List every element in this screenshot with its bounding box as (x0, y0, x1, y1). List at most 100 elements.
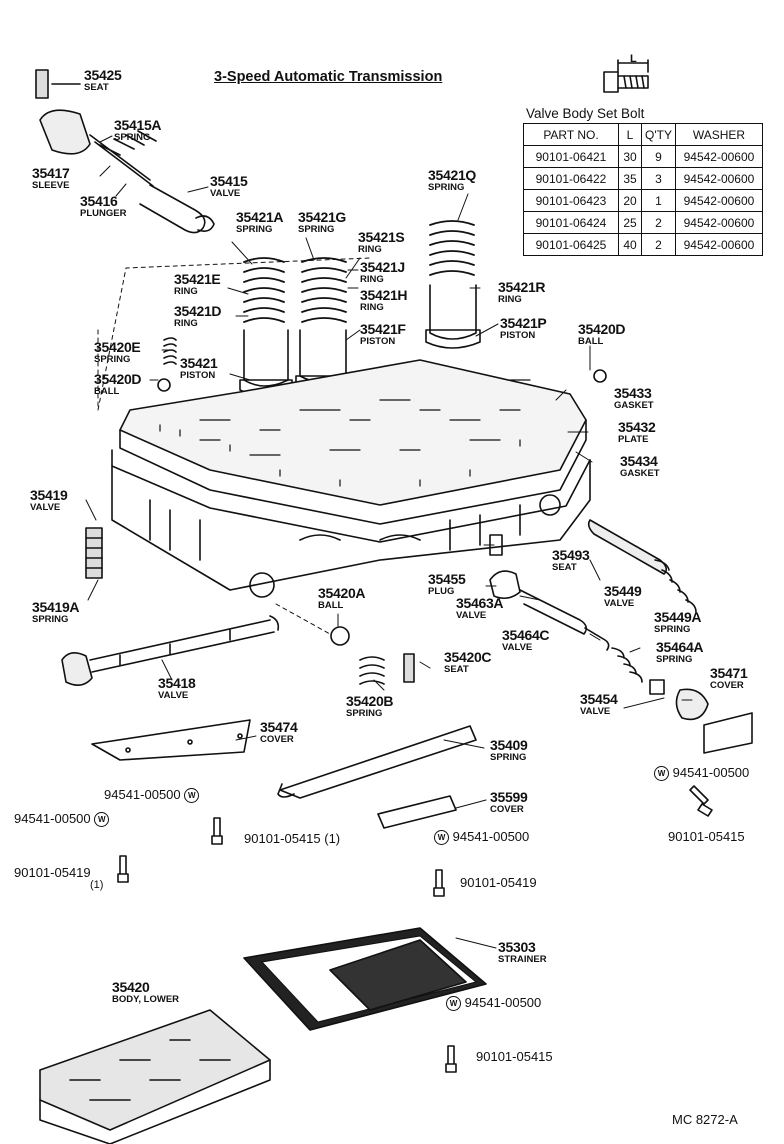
fastener-part-number: 94541-00500 (672, 765, 750, 780)
bolt-table: PART NO. L Q'TY WASHER 90101-06421 30 9 … (523, 123, 763, 256)
part-number: 35419 (30, 487, 68, 503)
col-part-no: PART NO. (523, 123, 619, 146)
cell-washer: 94542-00600 (674, 145, 763, 168)
fastener-part-number: 94541-00500 (14, 811, 91, 826)
bolt-table-row: 90101-06421 30 9 94542-00600 (523, 145, 763, 168)
bolt-table-row: 90101-06425 40 2 94542-00600 (523, 233, 763, 256)
part-number: 35433 (614, 385, 652, 401)
part-name: SPRING (346, 708, 383, 719)
part-name: SPRING (490, 752, 527, 763)
part-number: 35421S (358, 229, 405, 245)
cell-length: 30 (618, 145, 642, 168)
bolt-dimension-icon (603, 59, 649, 93)
fastener-callout: 90101-05415 (476, 1050, 553, 1063)
cell-part-no: 90101-06424 (523, 211, 619, 234)
part-name: COVER (710, 680, 744, 691)
part-name: PISTON (500, 330, 536, 341)
part-name: SPRING (114, 132, 151, 143)
part-name: VALVE (580, 706, 611, 717)
part-number: 35463A (456, 595, 504, 611)
cell-length: 25 (618, 211, 642, 234)
part-number: 35434 (620, 453, 658, 469)
part-name: RING (174, 318, 198, 329)
cell-qty: 1 (641, 189, 676, 212)
fastener-callout: 94541-00500 W (14, 811, 110, 828)
cell-qty: 2 (641, 233, 676, 256)
col-qty: Q'TY (641, 123, 676, 146)
diagram-title: 3-Speed Automatic Transmission (214, 69, 443, 85)
part-name: STRAINER (498, 954, 547, 965)
part-number: 35471 (710, 665, 748, 681)
part-number: 35421 (180, 355, 218, 371)
part-name: PISTON (180, 370, 216, 381)
part-number: 35464A (656, 639, 704, 655)
cell-part-no: 90101-06425 (523, 233, 619, 256)
part-name: RING (358, 244, 382, 255)
drawing-code: MC 8272-A (672, 1112, 738, 1127)
part-name: VALVE (604, 598, 635, 609)
part-name: VALVE (502, 642, 533, 653)
fastener-callout: W 94541-00500 (654, 765, 750, 782)
cell-part-no: 90101-06423 (523, 189, 619, 212)
part-number: 35420B (346, 693, 394, 709)
part-name: COVER (490, 804, 524, 815)
part-number: 35421H (360, 287, 408, 303)
part-name: RING (360, 274, 384, 285)
bolt-table-header-row: PART NO. L Q'TY WASHER (523, 123, 763, 146)
part-name: PLUG (428, 586, 455, 597)
part-name: BALL (578, 336, 604, 347)
cell-qty: 2 (641, 211, 676, 234)
part-number: 35449A (654, 609, 702, 625)
part-number: 35421A (236, 209, 284, 225)
part-name: SLEEVE (32, 180, 70, 191)
part-number: 35432 (618, 419, 656, 435)
part-name: COVER (260, 734, 294, 745)
part-number: 35420E (94, 339, 141, 355)
part-number: 35421G (298, 209, 347, 225)
bolt-table-row: 90101-06423 20 1 94542-00600 (523, 189, 763, 212)
washer-icon: W (654, 766, 669, 782)
part-number: 35415 (210, 173, 248, 189)
fastener-callout: 90101-05415 (668, 830, 745, 843)
part-name: BALL (94, 386, 120, 397)
part-number: 35416 (80, 193, 118, 209)
part-number: 35420C (444, 649, 492, 665)
part-name: SEAT (84, 82, 109, 93)
cell-qty: 9 (641, 145, 676, 168)
part-number: 35303 (498, 939, 536, 955)
fastener-part-number: 94541-00500 (464, 995, 542, 1010)
part-number: 35464C (502, 627, 550, 643)
washer-icon: W (434, 830, 449, 846)
part-name: PISTON (360, 336, 396, 347)
part-name: RING (498, 294, 522, 305)
fastener-part-number: 90101-05415 (476, 1049, 553, 1064)
part-name: SPRING (236, 224, 273, 235)
part-number: 35421P (500, 315, 547, 331)
fastener-callout: 90101-05415 (1) (244, 832, 340, 845)
part-number: 35420D (94, 371, 142, 387)
part-name: SPRING (656, 654, 693, 665)
part-number: 35421D (174, 303, 222, 319)
fastener-part-number: 94541-00500 (104, 787, 181, 802)
part-number: 35474 (260, 719, 298, 735)
cell-washer: 94542-00600 (674, 233, 763, 256)
part-name: SEAT (552, 562, 577, 573)
part-name: VALVE (30, 502, 61, 513)
